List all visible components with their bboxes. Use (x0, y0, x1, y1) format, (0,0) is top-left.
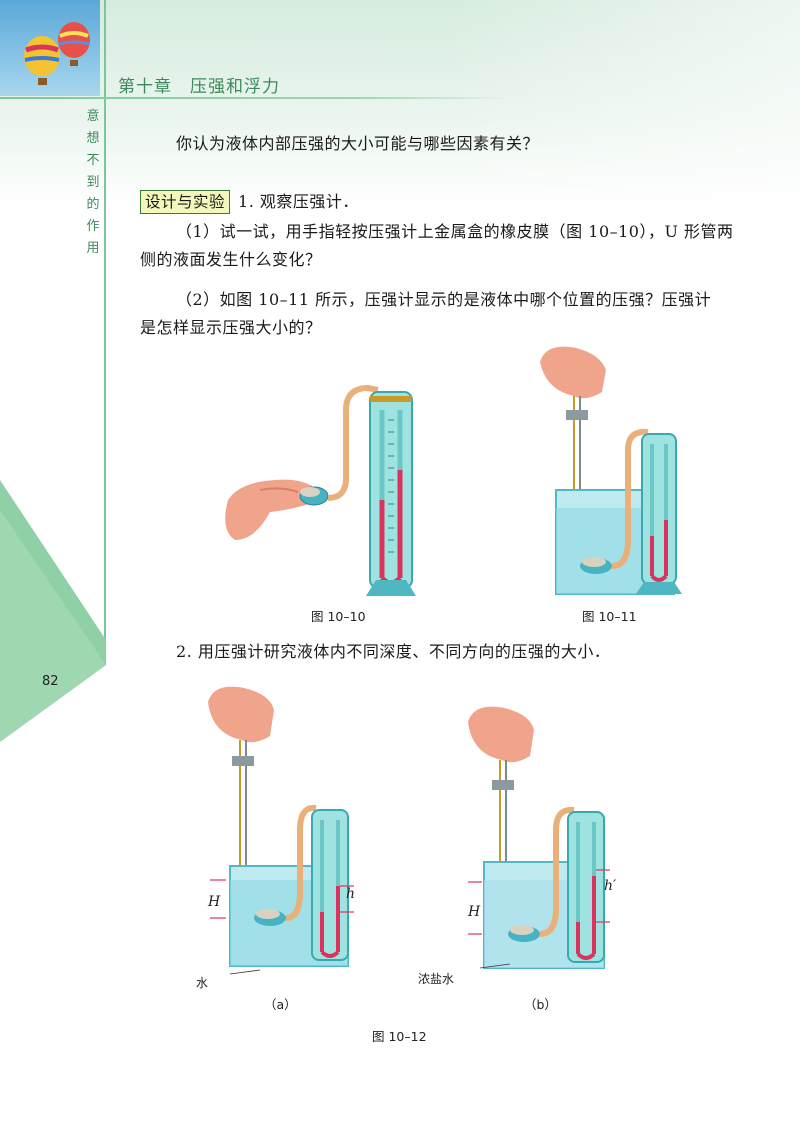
figure-10-12b-illustration (468, 706, 610, 969)
hot-air-balloons-image (0, 0, 100, 96)
figure-10-11-caption: 图 10–11 (582, 609, 637, 624)
label-H-a: H (208, 894, 221, 910)
figure-10-12a-caption: （a） (264, 997, 297, 1012)
label-H-b: H (468, 904, 481, 920)
item2-text: 2. 用压强计研究液体内不同深度、不同方向的压强的大小． (176, 642, 611, 661)
figure-10-12b-caption: （b） (524, 997, 557, 1012)
side-note: 意 想 不 到 的 作 用 (84, 106, 102, 260)
side-note-char: 用 (86, 241, 100, 256)
label-h-a: h (346, 886, 356, 902)
side-note-char: 意 (86, 109, 100, 124)
figure-10-12a-illustration (208, 686, 354, 975)
chapter-title: 第十章 压强和浮力 (118, 77, 280, 97)
page-number: 82 (42, 674, 59, 689)
figure-10-12-caption: 图 10–12 (372, 1029, 427, 1044)
question-text: 你认为液体内部压强的大小可能与哪些因素有关？ (176, 134, 540, 153)
p1-line2: 侧的液面发生什么变化？ (140, 250, 322, 269)
label-water: 水 (196, 976, 209, 990)
label-h-prime-b: h′ (604, 878, 617, 894)
side-note-char: 不 (86, 153, 100, 168)
header-fade (0, 0, 800, 210)
experiment-heading: 设计与实验 1. 观察压强计． (140, 186, 359, 218)
margin-rule-vertical (104, 0, 106, 640)
p2-line2: 是怎样显示压强大小的？ (140, 318, 322, 337)
header-rule (0, 97, 510, 99)
side-note-char: 作 (86, 219, 100, 234)
side-note-char: 的 (86, 197, 100, 212)
p1-line1: （1）试一试，用手指轻按压强计上金属盒的橡皮膜（图 10–10），U 形管两 (176, 222, 734, 241)
side-note-char: 想 (86, 131, 100, 146)
p2-line1: （2）如图 10–11 所示，压强计显示的是液体中哪个位置的压强？压强计 (176, 290, 712, 309)
item1-title: 1. 观察压强计． (238, 192, 359, 211)
figure-10-11-illustration (540, 346, 682, 595)
side-note-char: 到 (86, 175, 100, 190)
label-brine: 浓盐水 (418, 972, 455, 986)
figure-10-10-illustration (225, 384, 416, 596)
decorative-wedge (0, 480, 106, 742)
figure-10-10-caption: 图 10–10 (311, 609, 366, 624)
design-experiment-tag: 设计与实验 (140, 190, 231, 214)
